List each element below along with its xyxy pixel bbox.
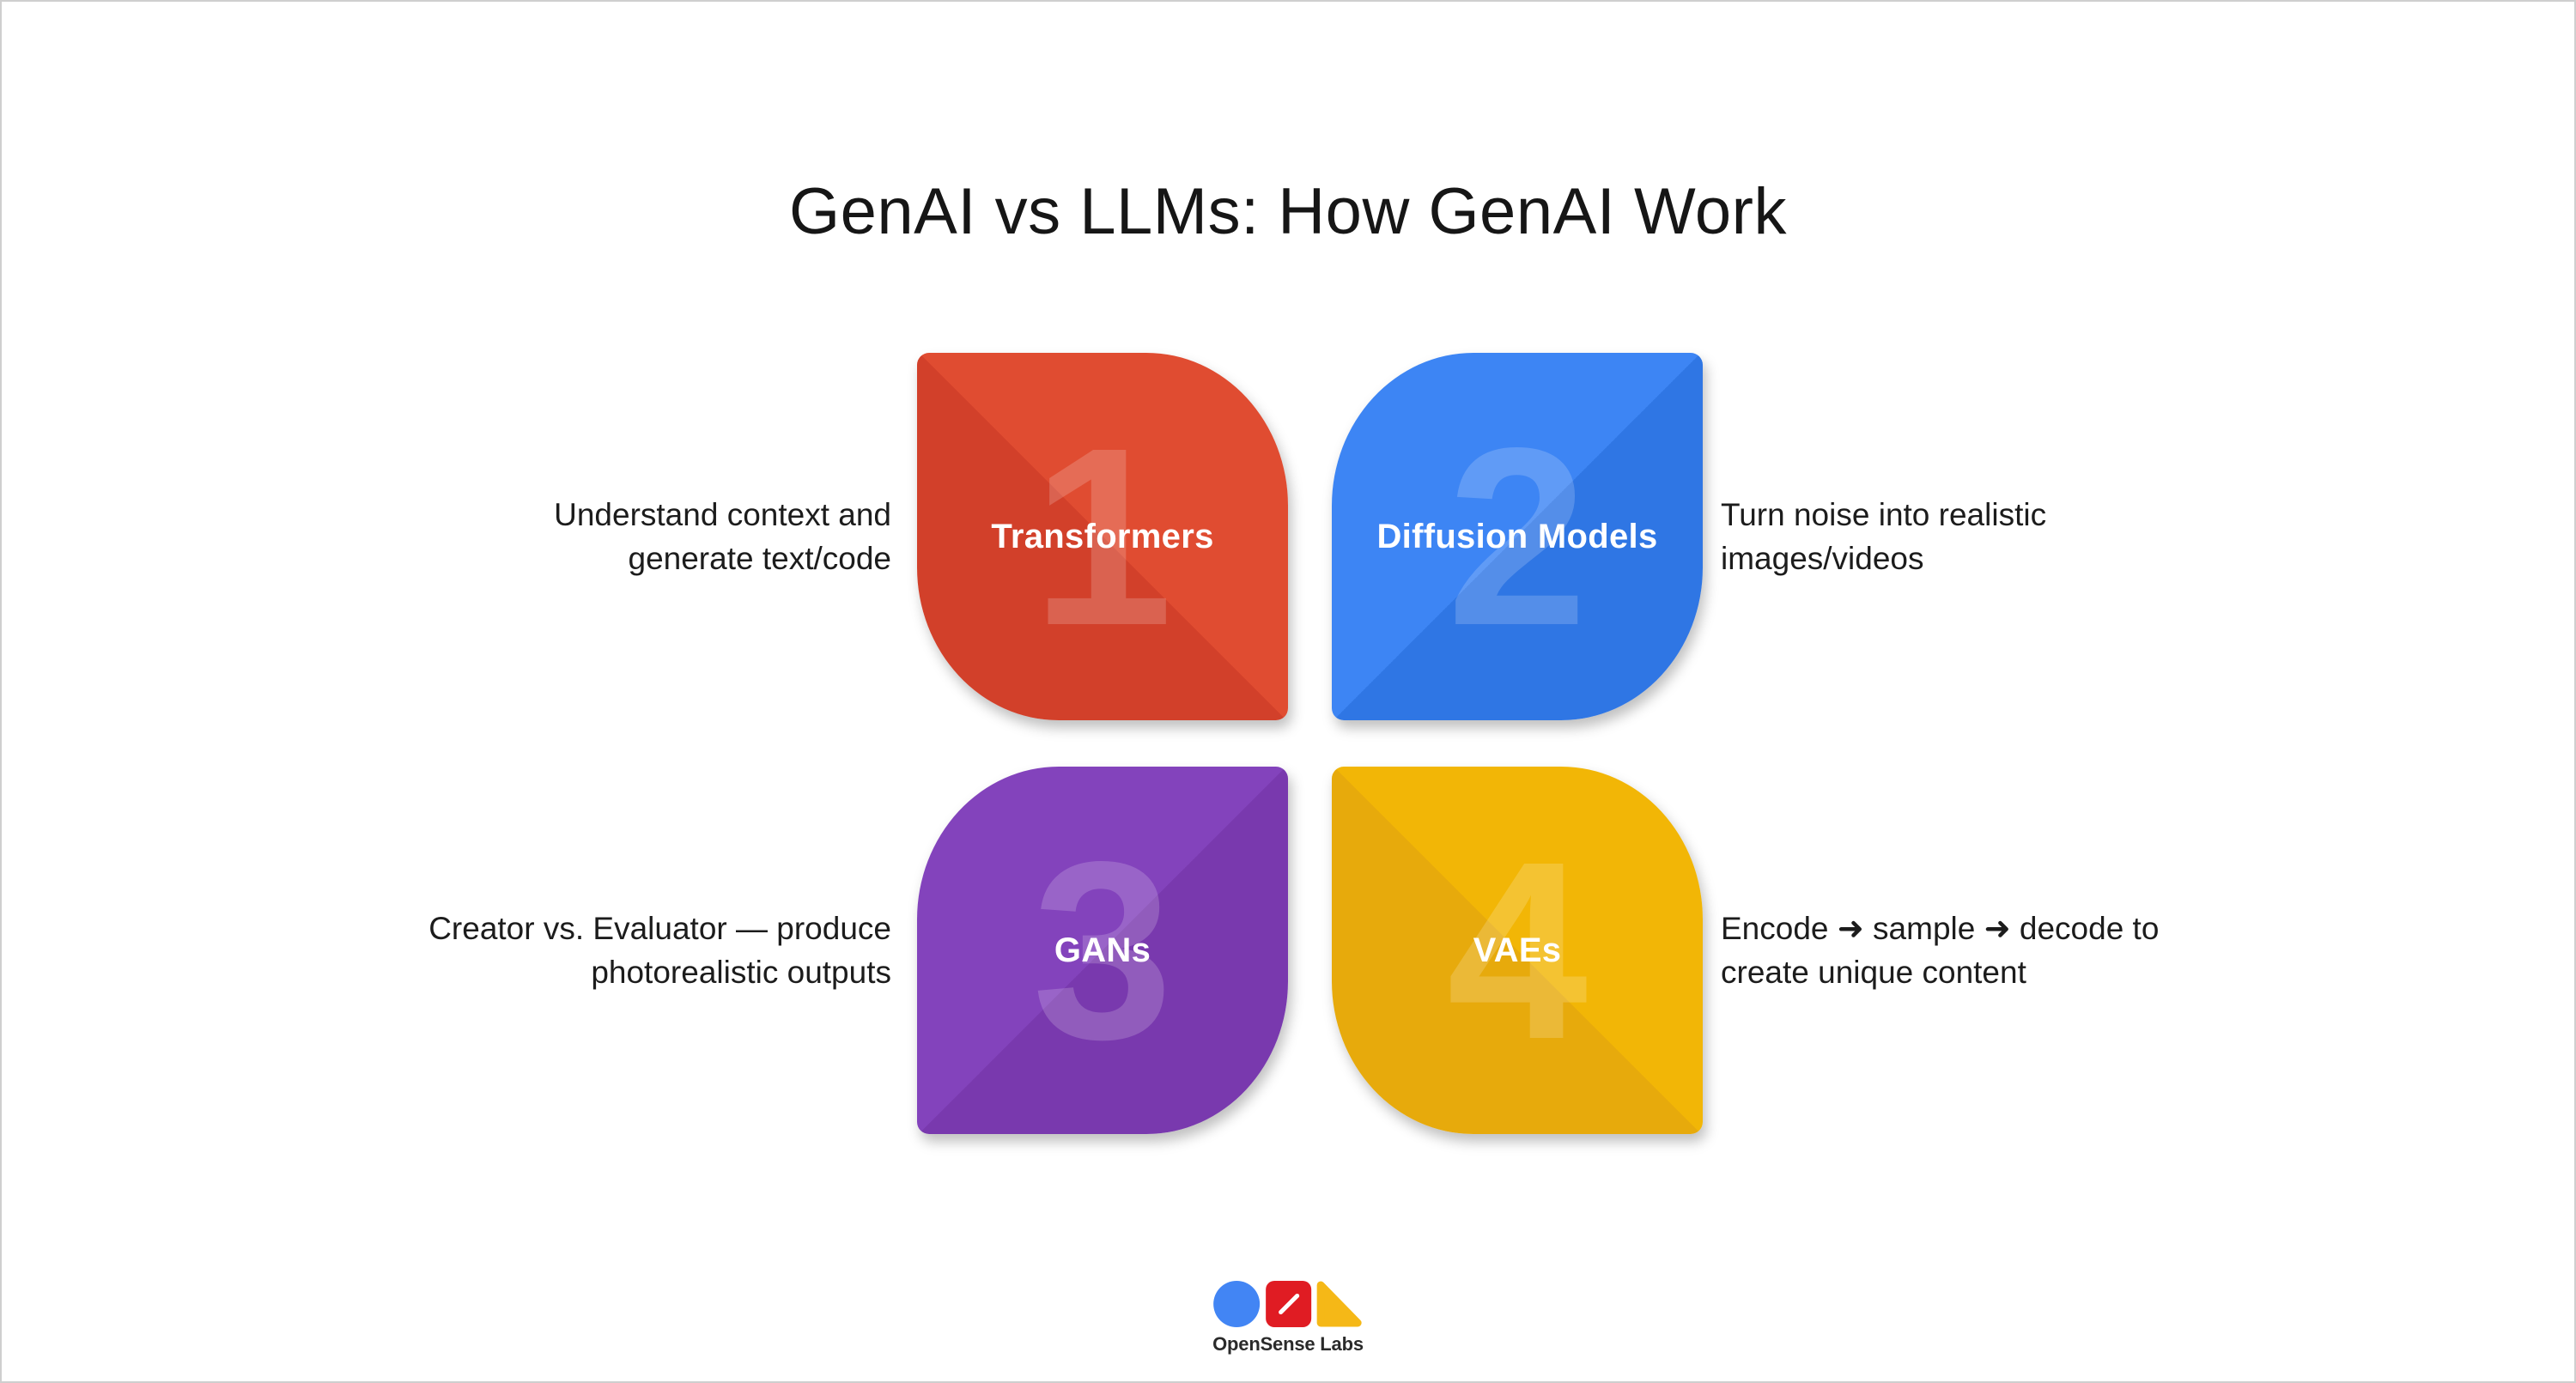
petal-label-vaes: VAEs	[1473, 931, 1562, 969]
brand-logo: OpenSense Labs	[1212, 1281, 1364, 1356]
logo-square-icon	[1266, 1281, 1312, 1327]
petal-transformers: 1 Transformers	[917, 353, 1288, 720]
brand-logo-shapes	[1213, 1281, 1362, 1327]
description-diffusion-models: Turn noise into realistic images/videos	[1721, 497, 2047, 576]
petal-number-3: 3	[1031, 808, 1174, 1092]
petal-label-diffusion-models: Diffusion Models	[1376, 517, 1658, 555]
brand-name: OpenSense Labs	[1212, 1333, 1364, 1355]
logo-triangle-icon	[1316, 1281, 1362, 1327]
petal-label-transformers: Transformers	[991, 517, 1214, 555]
petal-number-4: 4	[1446, 808, 1589, 1092]
description-vaes: Encode ➜ sample ➜ decode to create uniqu…	[1721, 911, 2160, 990]
description-gans: Creator vs. Evaluator — produce photorea…	[428, 911, 891, 990]
petal-vaes: 4 VAEs	[1332, 767, 1703, 1134]
logo-slash-icon	[1277, 1292, 1301, 1316]
petal-number-1: 1	[1031, 394, 1174, 678]
logo-circle-icon	[1213, 1281, 1261, 1327]
petal-gans: 3 GANs	[917, 767, 1288, 1134]
description-transformers: Understand context and generate text/cod…	[554, 497, 891, 576]
petal-number-2: 2	[1446, 394, 1589, 678]
page-title: GenAI vs LLMs: How GenAI Work	[789, 174, 1787, 248]
petal-label-gans: GANs	[1054, 931, 1151, 969]
petal-diffusion-models: 2 Diffusion Models	[1332, 353, 1703, 720]
